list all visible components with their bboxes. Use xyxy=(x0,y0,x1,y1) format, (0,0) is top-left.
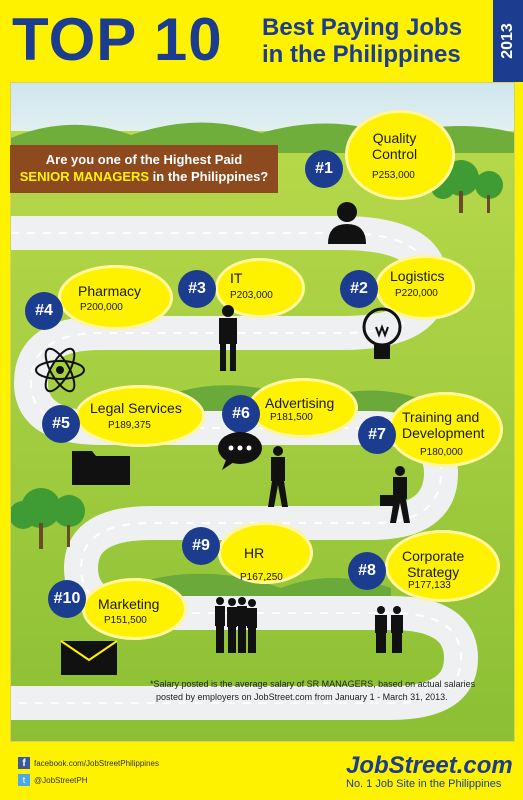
salary-note: *Salary posted is the average salary of … xyxy=(150,678,500,704)
job-title-5: Legal Services xyxy=(90,400,182,416)
bubble-marketing xyxy=(82,578,187,640)
rank-badge-5: #5 xyxy=(42,405,80,443)
job-salary-10: P151,500 xyxy=(104,615,147,626)
note-line1: *Salary posted is the average salary of … xyxy=(150,679,476,689)
job-title-6: Advertising xyxy=(265,395,335,411)
job-salary-2: P220,000 xyxy=(395,288,438,299)
job-title-9: HR xyxy=(244,545,265,561)
question-banner: Are you one of the Highest Paid SENIOR M… xyxy=(10,145,278,193)
briefcase-man-icon xyxy=(380,466,410,523)
job-salary-9: P167,250 xyxy=(240,572,283,583)
job-salary-1: P253,000 xyxy=(372,170,415,181)
walking-man-icon xyxy=(268,446,288,507)
manager-silhouette-icon xyxy=(328,202,366,244)
job-salary-4: P200,000 xyxy=(80,302,123,313)
standing-man-icon xyxy=(219,305,237,371)
question-line2-rest: in the Philippines? xyxy=(149,169,269,184)
job-title-7: Training and Development xyxy=(402,409,485,441)
bubble-logistics xyxy=(375,255,475,320)
job-title-7-line1: Training and xyxy=(402,409,480,425)
trees-left xyxy=(11,488,85,549)
rank-badge-8: #8 xyxy=(348,552,386,590)
job-title-3: IT xyxy=(230,270,243,286)
rank-badge-4: #4 xyxy=(25,292,63,330)
jobstreet-tagline: No. 1 Job Site in the Philippines xyxy=(346,778,502,790)
facebook-link[interactable]: f facebook.com/JobStreetPhilippines xyxy=(18,757,159,769)
question-line1: Are you one of the Highest Paid xyxy=(45,152,243,167)
top10-title: TOP 10 xyxy=(12,6,223,73)
year-tab xyxy=(493,0,523,82)
bubble-legal-services xyxy=(75,385,205,447)
note-line2: posted by employers on JobStreet.com fro… xyxy=(156,692,448,702)
rank-badge-7: #7 xyxy=(358,416,396,454)
twitter-link[interactable]: t @JobStreetPH xyxy=(18,774,87,786)
question-highlight: SENIOR MANAGERS xyxy=(19,169,150,184)
job-title-4: Pharmacy xyxy=(78,283,142,299)
job-title-8-line1: Corporate xyxy=(402,548,465,564)
bubble-training-development xyxy=(388,392,503,467)
folder-icon xyxy=(72,451,130,485)
job-title-1: Quality Control xyxy=(372,130,417,162)
job-salary-3: P203,000 xyxy=(230,290,273,301)
bubble-corporate-strategy xyxy=(385,530,500,602)
facebook-text: facebook.com/JobStreetPhilippines xyxy=(34,758,159,768)
rank-badge-9: #9 xyxy=(182,527,220,565)
header xyxy=(0,0,523,82)
rank-badge-2: #2 xyxy=(340,270,378,308)
bubble-advertising xyxy=(248,378,358,438)
year-label: 2013 xyxy=(493,0,523,82)
bubble-quality-control xyxy=(345,110,455,200)
rank-badge-3: #3 xyxy=(178,270,216,308)
facebook-icon: f xyxy=(18,757,30,769)
rank-badge-1: #1 xyxy=(305,150,343,188)
job-salary-8: P177,133 xyxy=(408,580,451,591)
year-text: 2013 xyxy=(499,23,516,59)
headline-line2: in the Philippines xyxy=(262,41,461,68)
job-salary-5: P189,375 xyxy=(108,420,151,431)
job-title-7-line2: Development xyxy=(402,425,485,441)
job-salary-7: P180,000 xyxy=(420,447,463,458)
atom-icon xyxy=(35,347,85,393)
jobstreet-logo: JobStreet.com xyxy=(346,752,513,779)
rank-badge-6: #6 xyxy=(222,395,260,433)
footer xyxy=(0,742,523,800)
group-people-icon xyxy=(215,597,257,653)
question-line2: SENIOR MANAGERS in the Philippines? xyxy=(10,168,278,185)
headline-line1: Best Paying Jobs xyxy=(262,14,463,41)
twitter-text: @JobStreetPH xyxy=(34,775,88,785)
job-title-1-line1: Quality xyxy=(372,130,417,146)
job-title-10: Marketing xyxy=(98,596,160,612)
twitter-icon: t xyxy=(18,774,30,786)
bubble-pharmacy xyxy=(58,265,173,330)
speech-bubble-icon xyxy=(218,432,262,470)
job-title-1-line2: Control xyxy=(372,146,418,162)
job-salary-6: P181,500 xyxy=(270,412,313,423)
lightbulb-icon xyxy=(362,307,402,359)
rank-badge-10: #10 xyxy=(48,580,86,618)
envelope-icon xyxy=(60,640,118,675)
bubble-hr xyxy=(218,522,313,584)
two-men-icon xyxy=(375,606,403,653)
job-title-8: Corporate Strategy xyxy=(402,548,464,580)
headline: Best Paying Jobs in the Philippines xyxy=(262,14,492,68)
job-title-2: Logistics xyxy=(390,268,445,284)
job-title-8-line2: Strategy xyxy=(407,564,460,580)
